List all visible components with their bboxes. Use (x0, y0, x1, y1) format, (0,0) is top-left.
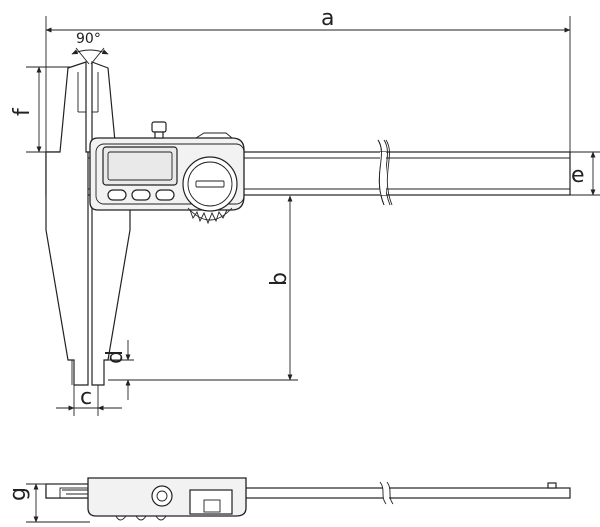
caliper-side-view (45, 477, 571, 521)
dimension-d: d (103, 340, 134, 400)
fixed-jaw (45, 61, 89, 386)
dimension-a: a (45, 6, 571, 152)
angle-label: 90° (76, 31, 101, 47)
label-e: e (571, 163, 585, 188)
function-button-right (155, 189, 175, 201)
dimension-c: c (56, 385, 122, 416)
label-b: b (267, 272, 292, 286)
function-button-left (107, 189, 127, 201)
dimension-e: e (570, 151, 600, 196)
label-c: c (80, 385, 92, 410)
lcd-display (102, 146, 178, 186)
function-button-middle (131, 189, 151, 201)
dimension-b: b (108, 195, 298, 381)
thumb-wheel (182, 156, 238, 212)
angle-indicator: 90° (71, 31, 109, 65)
caliper-front-view: 90° a f e b (10, 6, 600, 416)
label-f: f (10, 107, 35, 116)
slider-housing (89, 121, 245, 225)
label-a: a (321, 6, 334, 31)
sliding-jaw (91, 61, 131, 386)
label-g: g (6, 487, 31, 501)
dimension-f: f (10, 66, 70, 153)
dimension-g: g (6, 483, 90, 523)
label-d: d (103, 350, 128, 364)
